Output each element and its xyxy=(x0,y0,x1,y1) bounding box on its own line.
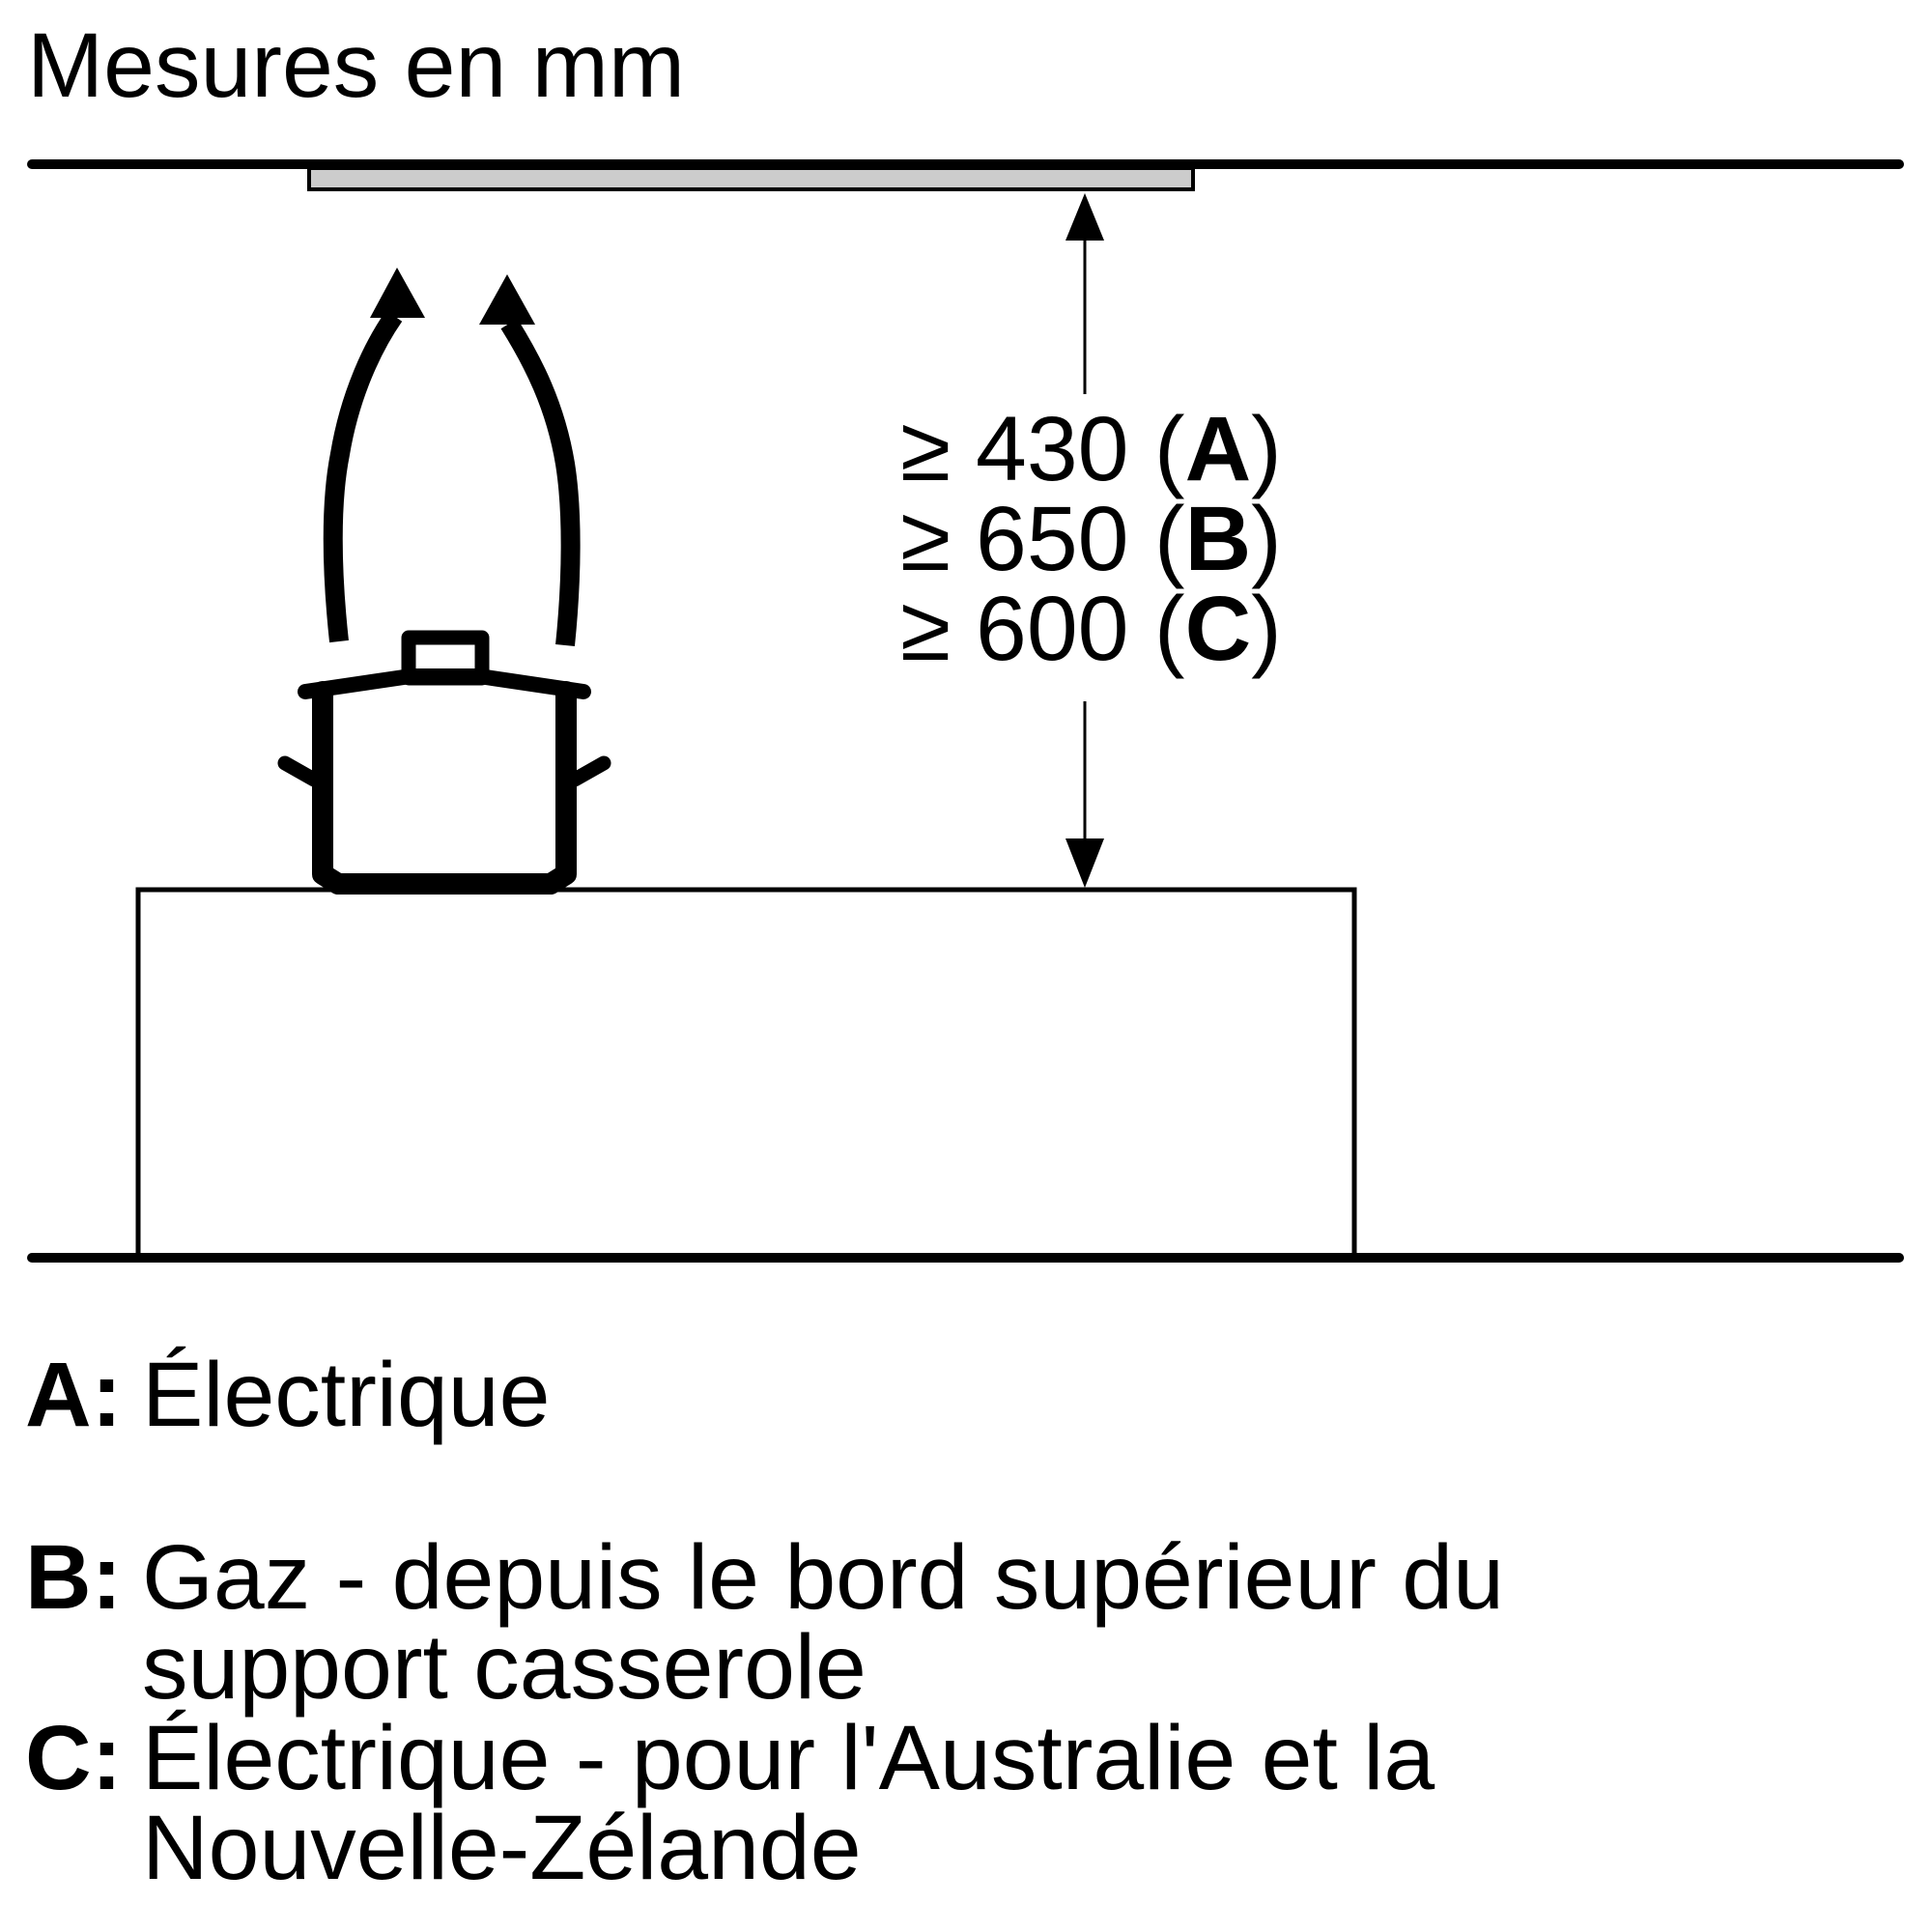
arrow-down-icon xyxy=(1065,838,1104,888)
greater-equal-symbol: ≥ xyxy=(900,398,952,500)
hood-panel xyxy=(307,166,1195,191)
legend-line: Gaz - depuis le bord supérieur du xyxy=(142,1526,1504,1629)
legend-line: Électrique xyxy=(142,1344,551,1446)
paren-close: ) xyxy=(1251,398,1282,500)
dimension-letter: B xyxy=(1184,488,1252,590)
legend-description: Gaz - depuis le bord supérieur du suppor… xyxy=(142,1526,1504,1719)
legend-line: Nouvelle-Zélande xyxy=(142,1797,862,1899)
dimension-labels: ≥430 (A) ≥650 (B) ≥600 (C) xyxy=(900,398,1282,680)
dimension-value: 600 xyxy=(976,578,1129,680)
dimension-letter: A xyxy=(1184,398,1252,500)
page-title: Mesures en mm xyxy=(27,14,686,117)
countertop xyxy=(135,887,1357,1258)
legend-line: support casserole xyxy=(142,1616,867,1719)
dimension-row-a: ≥430 (A) xyxy=(900,398,1282,500)
legend-key: B: xyxy=(25,1526,123,1629)
vertical-dimension xyxy=(1065,193,1104,888)
cooking-pot-icon xyxy=(277,630,611,895)
legend-description: Électrique - pour l'Australie et la Nouv… xyxy=(142,1707,1435,1899)
steam-arrows-icon xyxy=(323,268,581,647)
legend-description: Électrique xyxy=(142,1344,551,1446)
paren-open: ( xyxy=(1153,488,1185,590)
dimension-row-b: ≥650 (B) xyxy=(900,488,1282,590)
dimension-row-c: ≥600 (C) xyxy=(900,578,1282,680)
dimension-value: 650 xyxy=(976,488,1129,590)
legend-key: A: xyxy=(25,1344,123,1446)
greater-equal-symbol: ≥ xyxy=(900,488,952,590)
paren-open: ( xyxy=(1153,578,1185,680)
legend-key: C: xyxy=(25,1707,123,1809)
dimension-letter: C xyxy=(1184,578,1252,680)
paren-close: ) xyxy=(1251,578,1282,680)
greater-equal-symbol: ≥ xyxy=(900,578,952,680)
dimension-value: 430 xyxy=(976,398,1129,500)
legend-line: Électrique - pour l'Australie et la xyxy=(142,1707,1435,1809)
arrow-up-icon xyxy=(1065,193,1104,241)
paren-open: ( xyxy=(1153,398,1185,500)
paren-close: ) xyxy=(1251,488,1282,590)
